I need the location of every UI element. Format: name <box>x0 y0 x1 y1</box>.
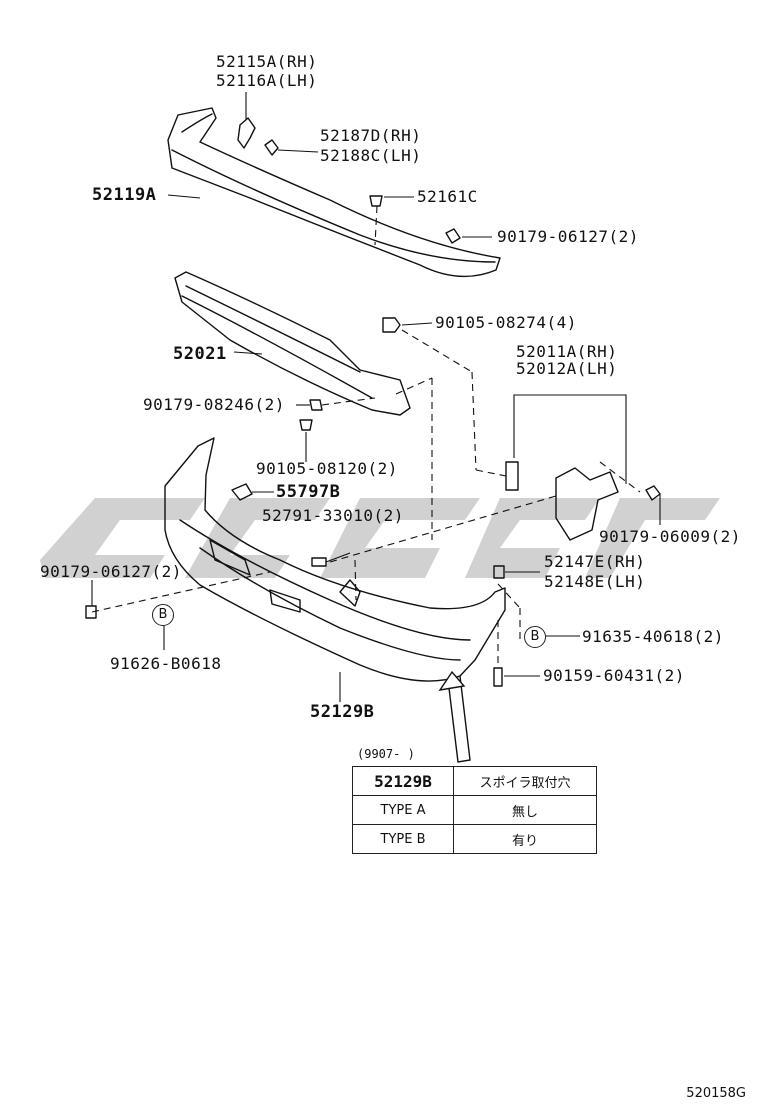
spoiler-hole-arrow <box>438 670 471 763</box>
bolt-90105-08120 <box>299 419 313 431</box>
label-90179-06127-top: 90179-06127(2) <box>497 227 639 246</box>
watermark-logo <box>40 498 720 578</box>
label-90179-06127-left: 90179-06127(2) <box>40 562 182 581</box>
bolt-90105-08274 <box>382 317 401 333</box>
screw-90159 <box>493 667 503 687</box>
nut-top <box>445 228 461 244</box>
spec-row-type: TYPE B <box>352 824 454 854</box>
label-52021: 52021 <box>173 344 227 364</box>
screw-52791 <box>311 557 327 567</box>
label-90159: 90159-60431(2) <box>543 666 685 685</box>
label-90179-06009: 90179-06009(2) <box>599 527 741 546</box>
label-52161c: 52161C <box>417 187 478 206</box>
nut-left <box>85 605 97 619</box>
bolt-52161c <box>369 195 383 207</box>
label-90179-08246: 90179-08246(2) <box>143 395 285 414</box>
label-91635: 91635-40618(2) <box>582 627 724 646</box>
reinforcement-52021 <box>174 271 411 416</box>
label-52129b: 52129B <box>310 702 375 722</box>
spec-table-range: (9907- ) <box>357 747 415 761</box>
clip-52147e <box>493 565 505 579</box>
clip-52187d <box>264 139 279 156</box>
label-52116a: 52116A(LH) <box>216 71 318 90</box>
spec-row: TYPE A 無し <box>352 795 597 825</box>
callout-b-left: B <box>152 604 174 626</box>
spec-row: TYPE B 有り <box>352 824 597 854</box>
label-52012a: 52012A(LH) <box>516 359 618 378</box>
retainer-55797b <box>231 483 253 501</box>
spec-table: 52129B スポイラ取付穴 TYPE A 無し TYPE B 有り <box>352 766 597 854</box>
label-52188c: 52188C(LH) <box>320 146 422 165</box>
leader-lines <box>91 92 661 702</box>
clip-52115a <box>237 117 256 149</box>
bumper-cover-52129b <box>164 437 506 682</box>
spec-header-part: 52129B <box>352 766 454 796</box>
diagram-code: 520158G <box>686 1086 746 1101</box>
spoiler-52119a <box>167 107 501 278</box>
label-52119a: 52119A <box>92 185 157 205</box>
callout-b-right: B <box>524 626 546 648</box>
assembly-dashes <box>91 205 641 668</box>
nut-90179-06009 <box>645 485 661 501</box>
spec-row-value: 有り <box>453 824 597 854</box>
label-52115a: 52115A(RH) <box>216 52 318 71</box>
label-52011a: 52011A(RH) <box>516 342 618 361</box>
label-52147e: 52147E(RH) <box>544 552 646 571</box>
label-55797b: 55797B <box>276 482 341 502</box>
label-90105-08274: 90105-08274(4) <box>435 313 577 332</box>
spec-header-desc: スポイラ取付穴 <box>453 766 597 796</box>
label-91626: 91626-B0618 <box>110 654 222 673</box>
label-52791: 52791-33010(2) <box>262 506 404 525</box>
spec-row-value: 無し <box>453 795 597 825</box>
label-52187d: 52187D(RH) <box>320 126 422 145</box>
spec-table-header: 52129B スポイラ取付穴 <box>352 766 597 796</box>
label-90105-08120: 90105-08120(2) <box>256 459 398 478</box>
label-52148e: 52148E(LH) <box>544 572 646 591</box>
bracket-small <box>505 461 519 491</box>
spec-row-type: TYPE A <box>352 795 454 825</box>
nut-90179-08246 <box>309 399 323 411</box>
bracket-52011a <box>555 467 619 541</box>
